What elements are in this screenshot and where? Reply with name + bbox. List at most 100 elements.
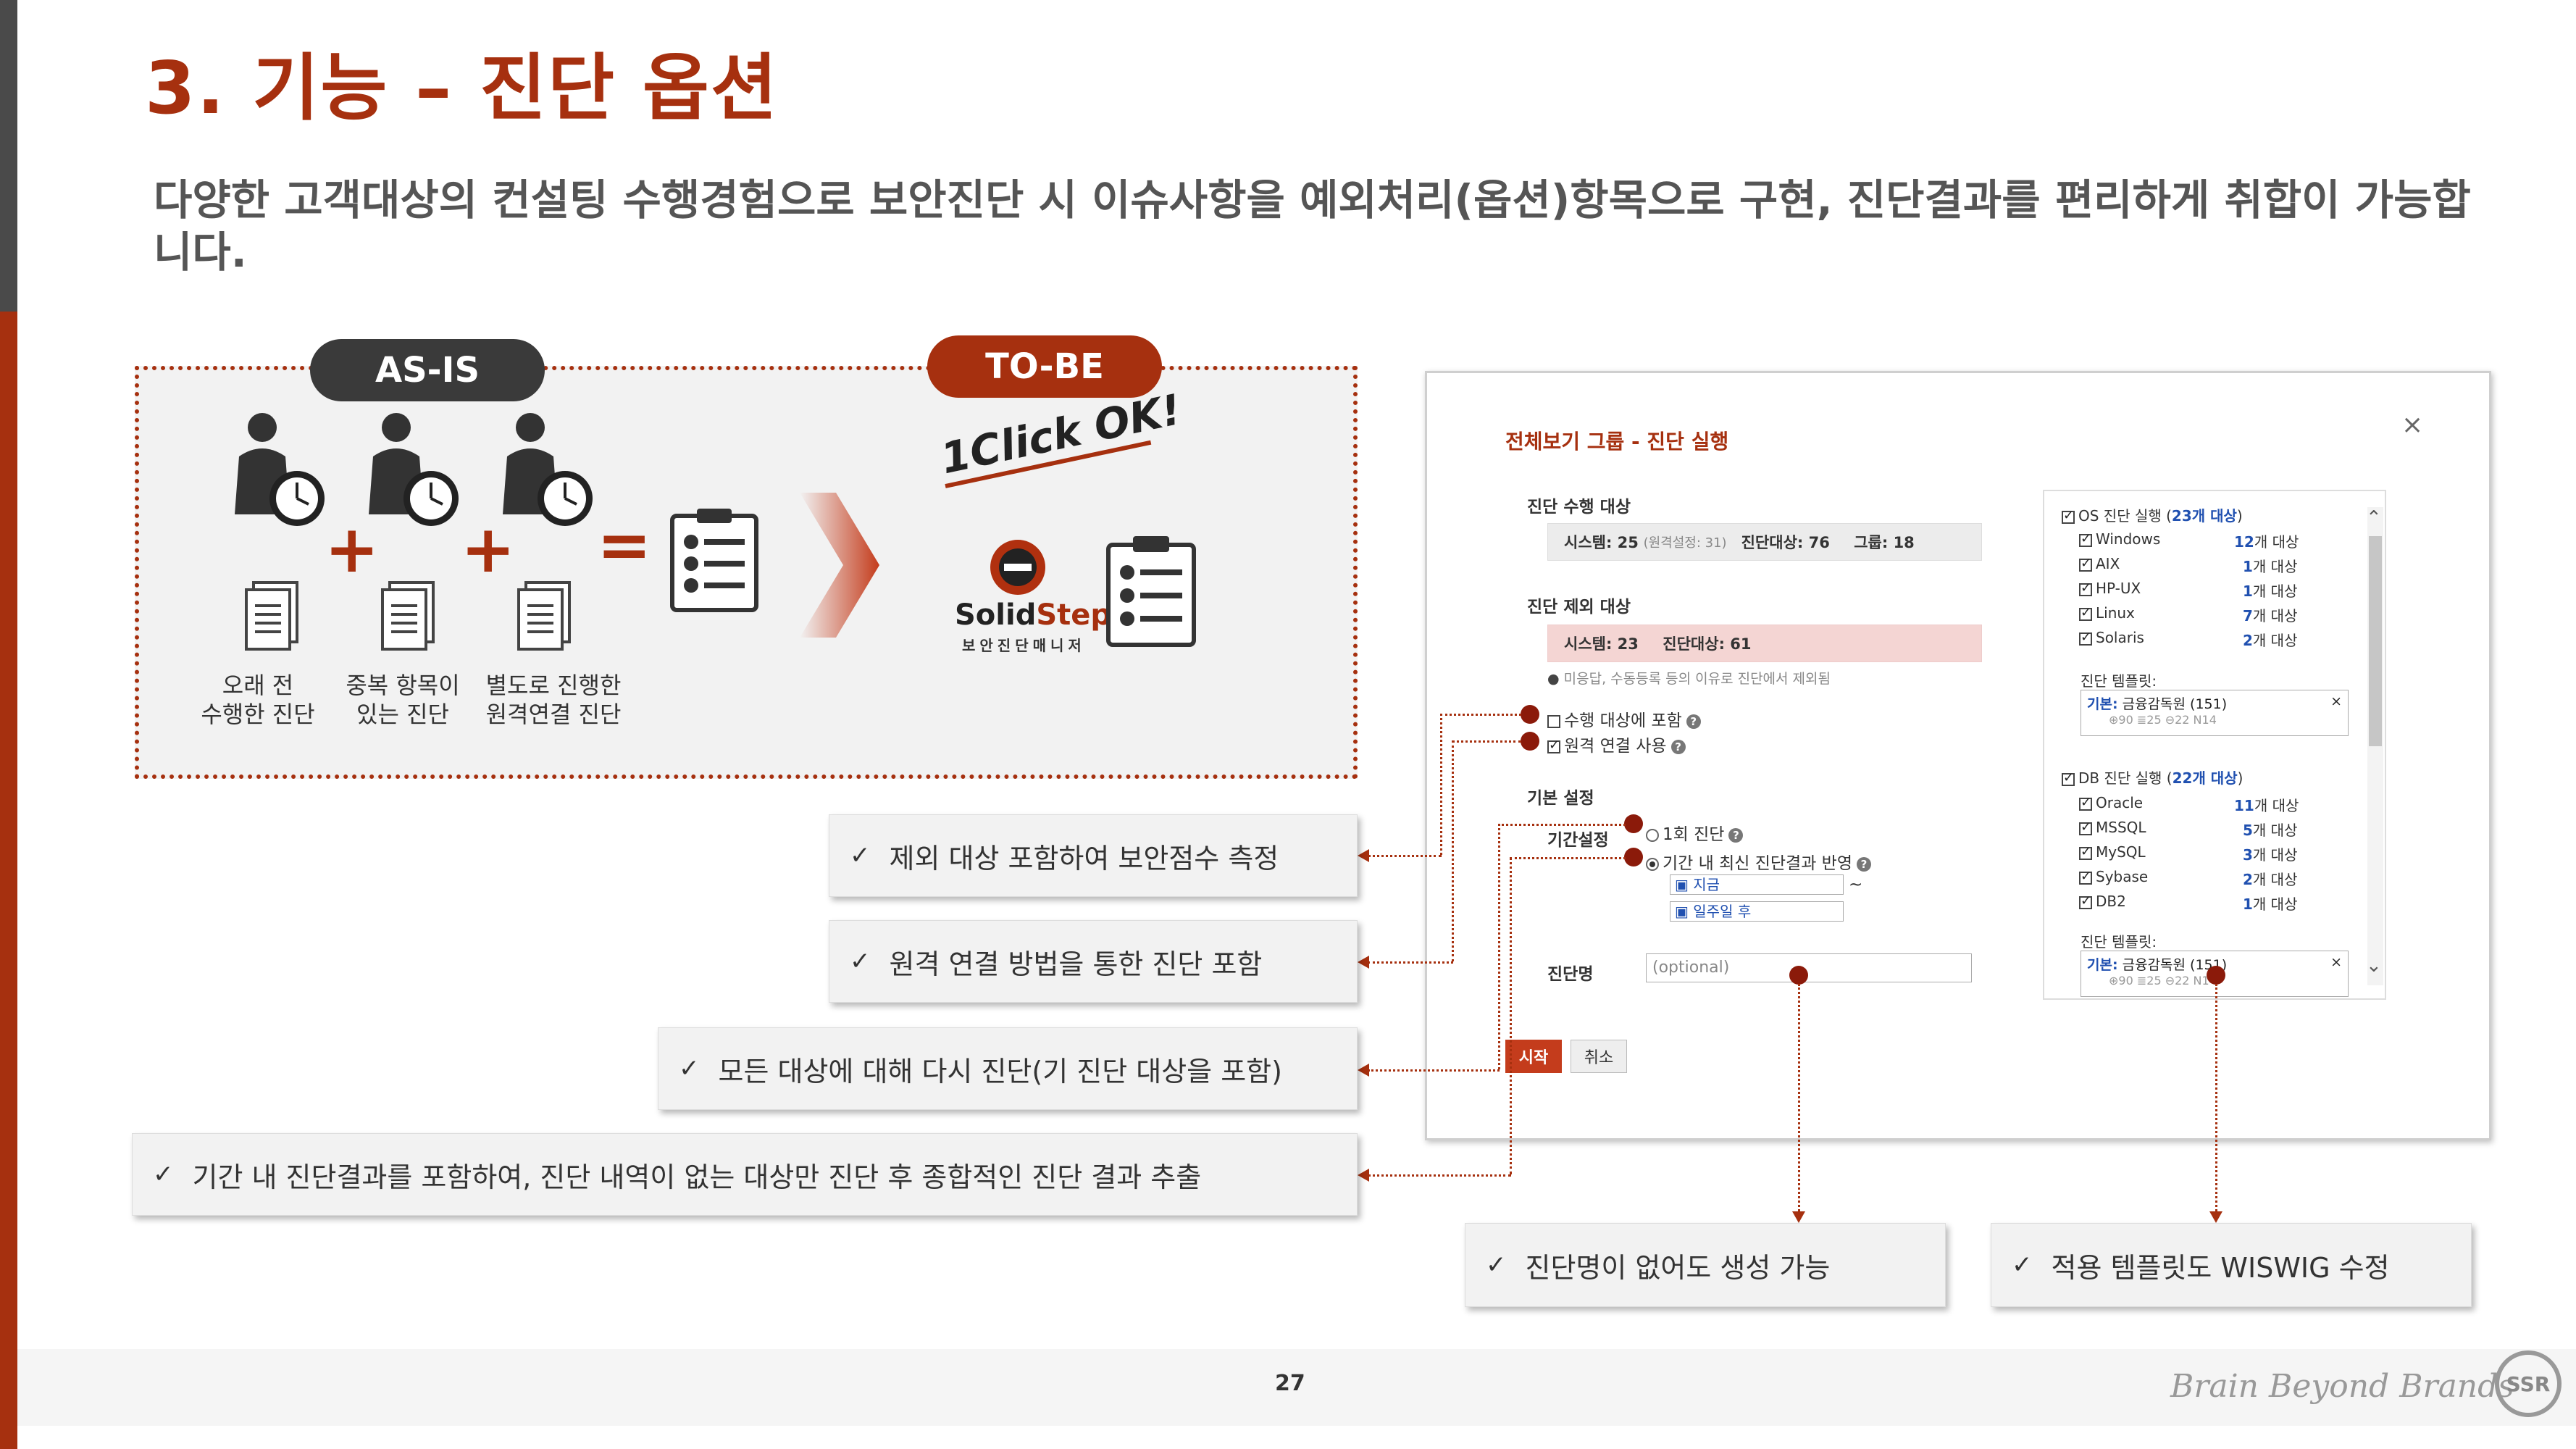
radio-once[interactable]: 1회 진단? bbox=[1646, 820, 1744, 845]
slide-title: 3. 기능 – 진단 옵션 bbox=[145, 46, 779, 130]
checklist-clipboard-icon bbox=[1106, 536, 1196, 647]
connector-line bbox=[1498, 824, 1500, 1069]
asis-label: AS-IS bbox=[310, 339, 545, 401]
callout-rediagnose-all: ✓모든 대상에 대해 다시 진단(기 진단 대상을 포함) bbox=[658, 1027, 1358, 1110]
date-separator: ~ bbox=[1849, 875, 1863, 894]
connector-line bbox=[1798, 984, 1800, 1216]
callout-period-results: ✓기간 내 진단결과를 포함하여, 진단 내역이 없는 대상만 진단 후 종합적… bbox=[132, 1133, 1358, 1216]
arrow-down-icon bbox=[1792, 1211, 1805, 1223]
exclude-note: ● 미응답, 수동등록 등의 이유로 진단에서 제외됨 bbox=[1547, 671, 1831, 687]
db-item-count: 3개 대상 bbox=[2243, 846, 2298, 864]
diag-name-input[interactable]: (optional) bbox=[1646, 953, 1972, 982]
callout-include-excluded: ✓제외 대상 포함하여 보안점수 측정 bbox=[829, 814, 1358, 897]
close-icon: × bbox=[2330, 954, 2342, 970]
plus-sign: + bbox=[325, 511, 380, 588]
include-option[interactable]: 수행 대상에 포함? bbox=[1547, 706, 1701, 731]
os-template-box[interactable]: 기본: 금융감독원 (151)× ⊕90 ≣25 ⊖22 N14 bbox=[2081, 690, 2349, 736]
os-item-windows[interactable]: Windows bbox=[2079, 530, 2160, 548]
product-subtitle: 보안진단매니저 bbox=[962, 637, 1086, 654]
db-item-mysql[interactable]: MySQL bbox=[2079, 843, 2146, 861]
period-label: 기간설정 bbox=[1547, 831, 1609, 850]
product-name: SolidStep bbox=[955, 598, 1112, 632]
person-clock-icon bbox=[369, 413, 459, 526]
calendar-icon: ▣ bbox=[1675, 876, 1689, 893]
document-stack-icons bbox=[245, 581, 571, 651]
radio-latest[interactable]: 기간 내 최신 진단결과 반영? bbox=[1646, 849, 1872, 874]
os-section-title[interactable]: OS 진단 실행 (23개 대상) bbox=[2062, 504, 2243, 525]
scroll-up-icon[interactable]: ⌃ bbox=[2366, 507, 2382, 529]
marker-dot bbox=[1789, 966, 1808, 985]
connector-line bbox=[1440, 714, 1521, 716]
marker-dot bbox=[2207, 966, 2225, 985]
db-item-oracle[interactable]: Oracle bbox=[2079, 794, 2143, 811]
document-stack-icon bbox=[245, 581, 298, 651]
exclude-label: 진단 제외 대상 bbox=[1527, 598, 1631, 617]
person-clock-icon bbox=[235, 413, 325, 526]
os-item-solaris[interactable]: Solaris bbox=[2079, 629, 2144, 646]
os-item-aix[interactable]: AIX bbox=[2079, 555, 2120, 572]
connector-line bbox=[1440, 714, 1442, 855]
footer-tagline: Brain Beyond Brands bbox=[2170, 1368, 2514, 1405]
plus-sign: + bbox=[461, 511, 516, 588]
connector-line bbox=[1510, 857, 1626, 859]
connector-line bbox=[1368, 1174, 1511, 1177]
left-bar-dark bbox=[0, 0, 17, 312]
diag-name-label: 진단명 bbox=[1547, 965, 1594, 984]
db-item-db2[interactable]: DB2 bbox=[2079, 893, 2126, 910]
date-from-input[interactable]: ▣ 지금 bbox=[1670, 874, 1844, 895]
db-item-count: 5개 대상 bbox=[2243, 822, 2298, 839]
help-icon: ? bbox=[1857, 856, 1872, 872]
start-button[interactable]: 시작 bbox=[1505, 1040, 1562, 1073]
left-bar-accent bbox=[0, 312, 17, 1449]
arrow-left-icon bbox=[1358, 956, 1369, 969]
marker-dot bbox=[1624, 814, 1643, 833]
scrollbar-thumb[interactable] bbox=[2369, 536, 2382, 746]
os-item-hpux[interactable]: HP-UX bbox=[2079, 580, 2141, 597]
callout-template-edit: ✓적용 템플릿도 WISWIG 수정 bbox=[1991, 1223, 2472, 1307]
callout-optional-name: ✓진단명이 없어도 생성 가능 bbox=[1465, 1223, 1946, 1307]
tobe-label: TO-BE bbox=[927, 335, 1162, 398]
db-section-title[interactable]: DB 진단 실행 (22개 대상) bbox=[2062, 767, 2243, 788]
calendar-icon: ▣ bbox=[1675, 903, 1689, 920]
os-item-linux[interactable]: Linux bbox=[2079, 604, 2135, 622]
db-template-label: 진단 템플릿: bbox=[2081, 933, 2157, 951]
once-radio[interactable] bbox=[1646, 828, 1659, 842]
person-clock-icons bbox=[235, 413, 593, 526]
checklist-clipboard-icon bbox=[670, 509, 758, 612]
marker-dot bbox=[1521, 732, 1539, 751]
db-item-sybase[interactable]: Sybase bbox=[2079, 868, 2148, 885]
transition-arrow-icon bbox=[800, 493, 879, 638]
connector-line bbox=[1452, 740, 1454, 961]
close-icon[interactable]: × bbox=[2401, 410, 2424, 440]
os-item-count: 2개 대상 bbox=[2243, 632, 2298, 649]
document-stack-icon bbox=[517, 581, 571, 651]
db-item-count: 2개 대상 bbox=[2243, 871, 2298, 888]
solidstep-logo-icon bbox=[990, 540, 1045, 595]
page-number: 27 bbox=[1275, 1371, 1305, 1396]
document-stack-icon bbox=[381, 581, 435, 651]
cancel-button[interactable]: 취소 bbox=[1571, 1040, 1627, 1073]
target-summary: 시스템: 25 (원격설정: 31) 진단대상: 76 그룹: 18 bbox=[1547, 523, 1982, 561]
date-to-input[interactable]: ▣ 일주일 후 bbox=[1670, 901, 1844, 922]
include-checkbox[interactable] bbox=[1547, 714, 1560, 728]
arrow-left-icon bbox=[1358, 1064, 1369, 1077]
os-template-label: 진단 템플릿: bbox=[2081, 672, 2157, 690]
person-clock-icon bbox=[503, 413, 593, 526]
latest-radio[interactable] bbox=[1646, 857, 1659, 871]
slide-subtitle: 다양한 고객대상의 컨설팅 수행경험으로 보안진단 시 이슈사항을 예외처리(옵… bbox=[154, 175, 2471, 277]
connector-line bbox=[1368, 855, 1442, 857]
remote-option[interactable]: 원격 연결 사용? bbox=[1547, 732, 1686, 756]
remote-checkbox[interactable] bbox=[1547, 738, 1560, 753]
scroll-down-icon[interactable]: ⌄ bbox=[2366, 955, 2382, 977]
os-item-count: 7개 대상 bbox=[2243, 607, 2298, 625]
target-label: 진단 수행 대상 bbox=[1527, 498, 1631, 517]
arrow-left-icon bbox=[1358, 849, 1369, 862]
equals-sign: = bbox=[597, 507, 652, 583]
db-item-mssql[interactable]: MSSQL bbox=[2079, 819, 2146, 836]
target-panel[interactable] bbox=[2043, 490, 2386, 1000]
basic-settings-label: 기본 설정 bbox=[1527, 789, 1594, 808]
connector-line bbox=[2215, 984, 2217, 1216]
